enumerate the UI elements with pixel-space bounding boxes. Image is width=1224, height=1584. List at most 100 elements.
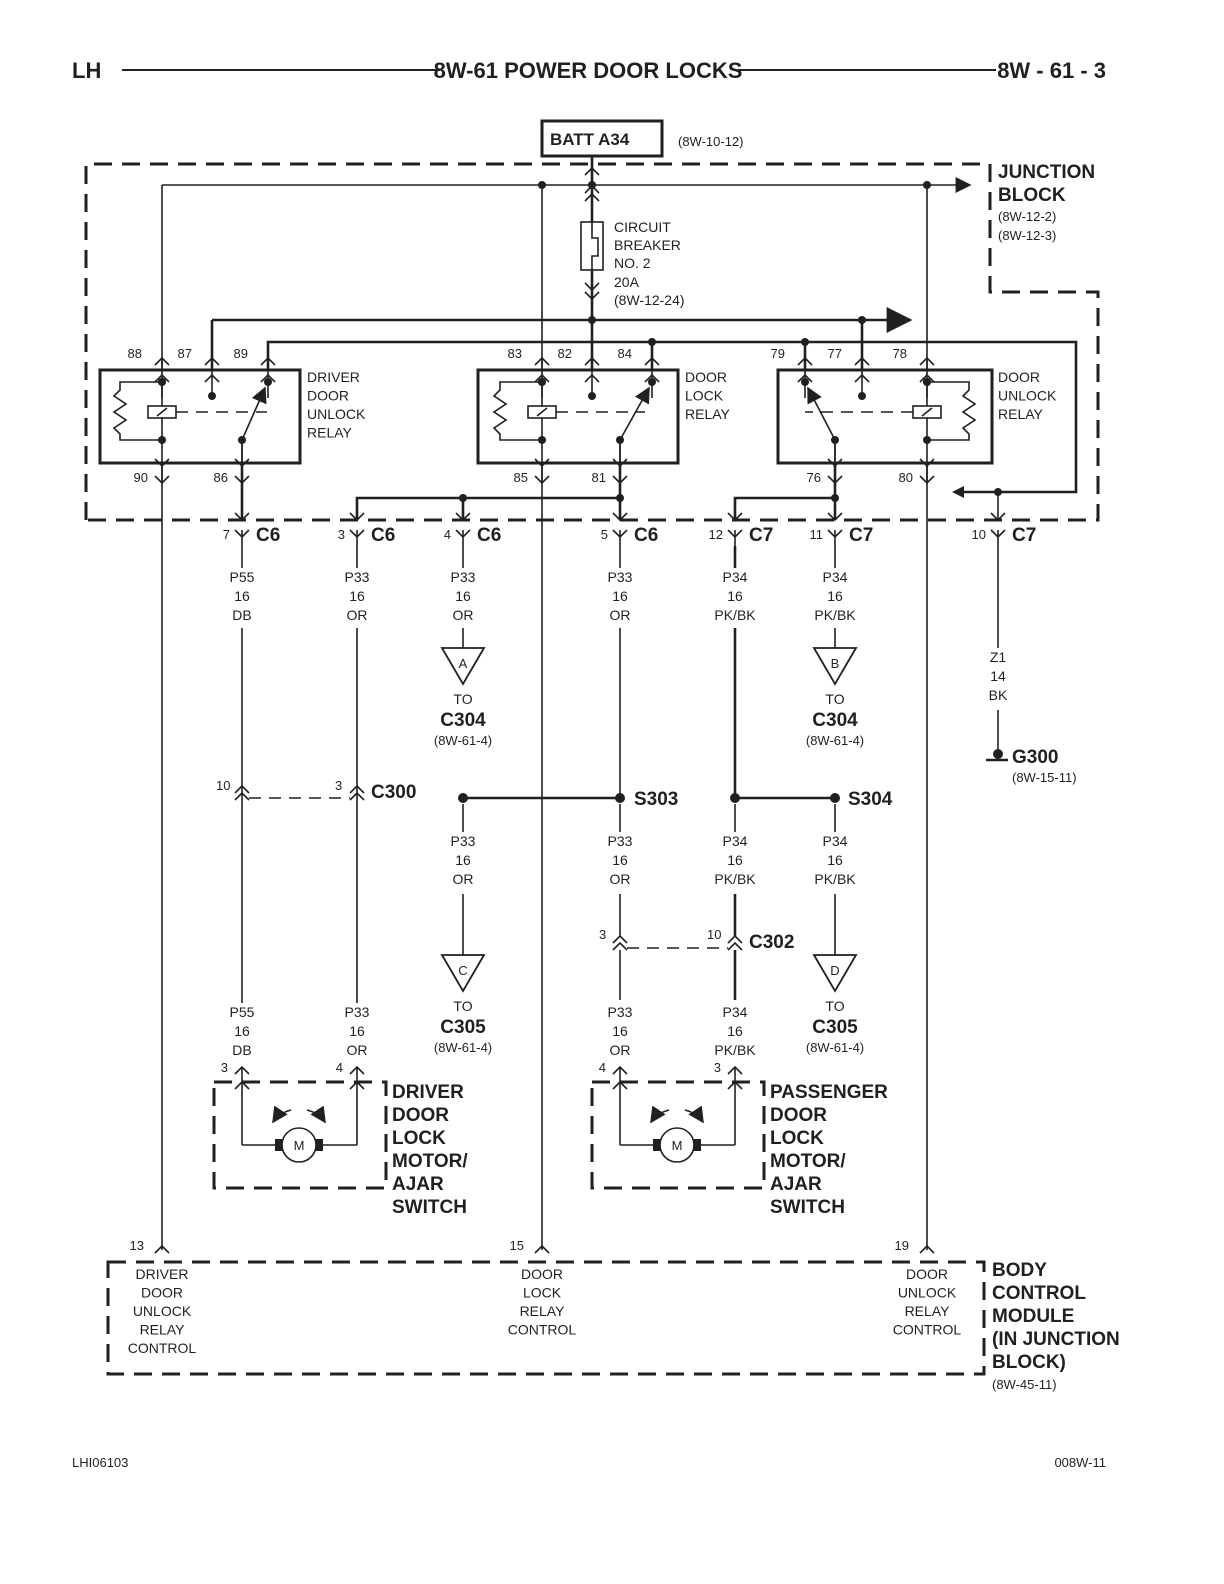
bcm-pin: 19 <box>895 1238 909 1253</box>
motor-pin: 4 <box>336 1060 343 1075</box>
connector-pin: 5 <box>601 527 608 542</box>
wire-circuit: P55 <box>230 1004 255 1020</box>
wire-circuit: P33 <box>451 833 476 849</box>
motor-label-line: PASSENGER <box>770 1082 888 1103</box>
offpage-ref: (8W-61-4) <box>806 733 864 748</box>
body-control-module: 13DRIVERDOORUNLOCKRELAYCONTROL15DOORLOCK… <box>106 1238 1120 1392</box>
cb-line-2: BREAKER <box>614 237 681 253</box>
bcm-pin: 15 <box>510 1238 524 1253</box>
cb-line-5: (8W-12-24) <box>614 292 685 308</box>
c300-pin-left: 10 <box>216 778 230 793</box>
relay-pin-label: 80 <box>899 470 913 485</box>
relay-pin-label: 83 <box>508 346 522 361</box>
wire-circuit: P33 <box>608 569 633 585</box>
relay-label-line: RELAY <box>307 425 353 441</box>
batt-label: BATT A34 <box>550 130 630 149</box>
cb-line-4: 20A <box>614 274 640 290</box>
wire-gauge: 16 <box>727 588 743 604</box>
relay-pin-label: 89 <box>234 346 248 361</box>
junction-block-outline <box>84 162 1100 522</box>
ground-g300: G300 (8W-15-11) <box>986 710 1077 785</box>
relay-switch-icon <box>807 386 836 441</box>
relay-pin-label: 77 <box>828 346 842 361</box>
bcm-title-line: (IN JUNCTION <box>992 1329 1120 1350</box>
wire-gauge: 16 <box>827 588 843 604</box>
bcm-function-line: CONTROL <box>508 1322 577 1338</box>
motor-pin: 4 <box>599 1060 606 1075</box>
bcm-title-line: MODULE <box>992 1306 1074 1327</box>
relay-label-line: DOOR <box>685 369 727 385</box>
relay-pin-label: 86 <box>214 470 228 485</box>
resistor-icon <box>492 381 542 441</box>
connector-pin: 11 <box>810 527 824 542</box>
wire-circuit: P33 <box>608 833 633 849</box>
relay-pin-label: 79 <box>771 346 785 361</box>
junction-block-title-1: JUNCTION <box>998 162 1095 183</box>
splices: S303 S304 <box>458 628 893 810</box>
wire-circuit: P33 <box>451 569 476 585</box>
relay-label-line: RELAY <box>685 406 731 422</box>
wire-circuit: P34 <box>823 569 848 585</box>
wire-color: OR <box>347 607 368 623</box>
offpage-letter: A <box>459 656 468 671</box>
rotation-arrow-icon <box>306 1105 326 1124</box>
motor-label-line: SWITCH <box>770 1197 845 1218</box>
wire-gauge: 16 <box>455 852 471 868</box>
connector-name: C7 <box>749 525 773 546</box>
relay-box <box>98 368 302 465</box>
junction-block-title-2: BLOCK <box>998 185 1066 206</box>
wire-circuit: P34 <box>723 833 748 849</box>
cb-line-3: NO. 2 <box>614 255 651 271</box>
relay-pin-label: 85 <box>514 470 528 485</box>
wire-color: PK/BK <box>714 871 756 887</box>
connector-pin: 4 <box>444 527 451 542</box>
relay-label-line: UNLOCK <box>998 388 1057 404</box>
page-header: LH 8W-61 POWER DOOR LOCKS 8W - 61 - 3 <box>72 58 1106 83</box>
offpage-ref: (8W-61-4) <box>434 1040 492 1055</box>
header-left: LH <box>72 58 101 83</box>
motor-pin: 3 <box>714 1060 721 1075</box>
wire-gauge: 16 <box>455 588 471 604</box>
bcm-title-line: BLOCK) <box>992 1352 1066 1373</box>
bcm-function-line: CONTROL <box>128 1340 197 1356</box>
junction-block-ref-2: (8W-12-3) <box>998 228 1056 243</box>
wire-circuit: P33 <box>345 569 370 585</box>
wire-color: OR <box>610 607 631 623</box>
wire-circuit: P34 <box>723 569 748 585</box>
wire-gauge: 16 <box>727 1023 743 1039</box>
relay-pin-label: 87 <box>178 346 192 361</box>
batt-box <box>540 119 664 158</box>
relay-switch-icon <box>241 386 267 441</box>
wire-circuit: Z1 <box>990 649 1007 665</box>
motor-label-line: SWITCH <box>392 1197 467 1218</box>
wire-circuit: P55 <box>230 569 255 585</box>
connector-c302: 3 10 C302 <box>599 927 794 953</box>
bcm-function-line: RELAY <box>520 1303 566 1319</box>
battery-source: BATT A34 (8W-10-12) <box>540 119 744 158</box>
relay-label-line: UNLOCK <box>307 406 366 422</box>
offpage-connector: C304 <box>812 710 858 731</box>
offpage-letter: C <box>458 963 467 978</box>
ground-label: G300 <box>1012 747 1058 768</box>
motor-label-line: LOCK <box>392 1128 446 1149</box>
